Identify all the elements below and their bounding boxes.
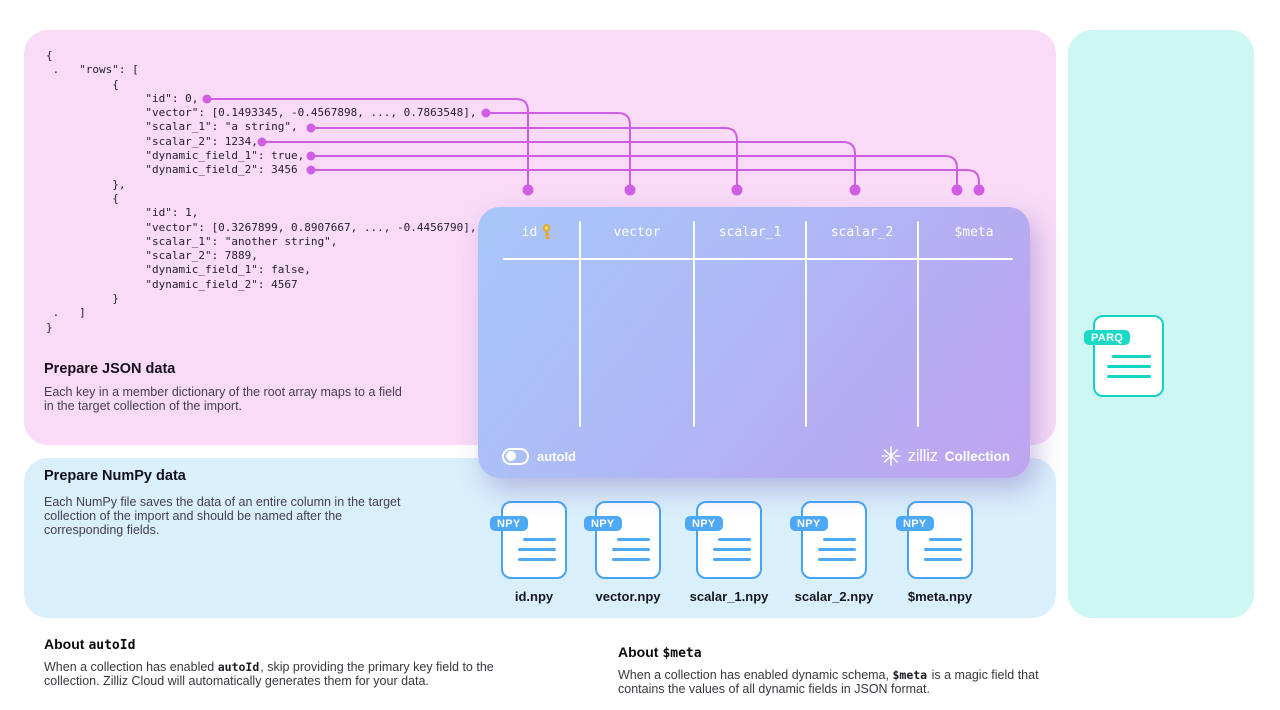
primary-key-icon [543, 224, 551, 239]
column-divider [917, 221, 919, 427]
column-label: id [521, 224, 538, 240]
note-body: When a collection has enabled dynamic sc… [618, 668, 1039, 696]
parquet-file-icon: PARQ [1084, 315, 1164, 397]
parquet-badge: PARQ [1084, 330, 1131, 345]
column-divider [579, 221, 581, 427]
npy-file-icon: NPY [685, 501, 762, 579]
column-label: $meta [954, 224, 994, 240]
note-text: contains the values of all dynamic field… [618, 682, 930, 696]
npy-badge: NPY [790, 516, 828, 531]
zilliz-wordmark: zilliz [907, 446, 938, 465]
note-code: autoId [217, 660, 260, 674]
note-body: When a collection has enabled autoId, sk… [44, 660, 494, 688]
zilliz-logo-icon [881, 446, 901, 466]
npy-file-meta: NPY $meta.npy [880, 501, 1000, 604]
column-header-scalar-2: scalar_2 [806, 224, 918, 240]
npy-file-icon: NPY [490, 501, 567, 579]
numpy-panel: Prepare NumPy data Each NumPy file saves… [24, 458, 1056, 618]
numpy-panel-heading: Prepare NumPy data [44, 468, 186, 484]
note-heading: About$meta [618, 644, 1039, 661]
column-header-meta: $meta [918, 224, 1030, 240]
collection-label: Collection [944, 448, 1010, 464]
note-heading-text: About [618, 644, 659, 660]
collection-table-footer: autoId zilliz Collection [502, 446, 1010, 466]
npy-file-label: vector.npy [595, 589, 661, 604]
document-lines-icon [518, 538, 556, 561]
npy-badge: NPY [896, 516, 934, 531]
header-divider [503, 258, 1013, 260]
column-divider [693, 221, 695, 427]
json-code-block: { . "rows": [ { "id": 0, "vector": [0.14… [46, 49, 477, 334]
note-text: , skip providing the primary key field t… [260, 660, 494, 674]
note-about-meta: About$meta When a collection has enabled… [618, 644, 1039, 696]
document-lines-icon [818, 538, 856, 561]
npy-file-vector: NPY vector.npy [568, 501, 688, 604]
document-lines-icon [612, 538, 650, 561]
collection-table: id vector scalar_1 scalar_2 $meta autoId [478, 207, 1030, 478]
document-lines-icon [1107, 355, 1151, 378]
npy-badge: NPY [490, 516, 528, 531]
note-text: When a collection has enabled dynamic sc… [618, 668, 893, 682]
column-header-id: id [486, 224, 588, 240]
column-divider [805, 221, 807, 427]
note-text: collection. Zilliz Cloud will automatica… [44, 674, 429, 688]
npy-badge: NPY [685, 516, 723, 531]
document-lines-icon [713, 538, 751, 561]
column-label: scalar_1 [718, 224, 782, 240]
column-label: vector [613, 224, 661, 240]
npy-file-label: $meta.npy [907, 589, 973, 604]
autoid-toggle[interactable] [502, 447, 529, 465]
collection-table-header: id vector scalar_1 scalar_2 $meta [478, 207, 1030, 240]
json-panel-heading: Prepare JSON data [44, 361, 176, 377]
npy-file-icon: NPY [790, 501, 867, 579]
json-panel-description: Each key in a member dictionary of the r… [44, 385, 402, 413]
npy-file-label: scalar_2.npy [794, 589, 874, 604]
note-text: is a magic field that [928, 668, 1039, 682]
npy-file-icon: NPY [584, 501, 661, 579]
column-header-vector: vector [580, 224, 694, 240]
npy-file-id: NPY id.npy [474, 501, 594, 604]
note-heading-text: About [44, 636, 85, 652]
column-header-scalar-1: scalar_1 [694, 224, 806, 240]
note-code: $meta [892, 668, 928, 682]
npy-file-scalar-1: NPY scalar_1.npy [669, 501, 789, 604]
autoid-toggle-label: autoId [537, 448, 576, 464]
note-heading-code: $meta [662, 646, 702, 661]
parquet-file: PARQ [1084, 315, 1164, 397]
note-heading-code: autoId [88, 638, 136, 653]
npy-badge: NPY [584, 516, 622, 531]
npy-file-label: scalar_1.npy [689, 589, 769, 604]
npy-file-scalar-2: NPY scalar_2.npy [774, 501, 894, 604]
toggle-knob [505, 451, 516, 461]
npy-file-icon: NPY [896, 501, 973, 579]
parquet-panel: PARQ [1068, 30, 1254, 618]
note-text: When a collection has enabled [44, 660, 218, 674]
numpy-panel-description: Each NumPy file saves the data of an ent… [44, 495, 401, 537]
document-lines-icon [924, 538, 962, 561]
column-label: scalar_2 [830, 224, 894, 240]
npy-file-label: id.npy [514, 589, 554, 604]
